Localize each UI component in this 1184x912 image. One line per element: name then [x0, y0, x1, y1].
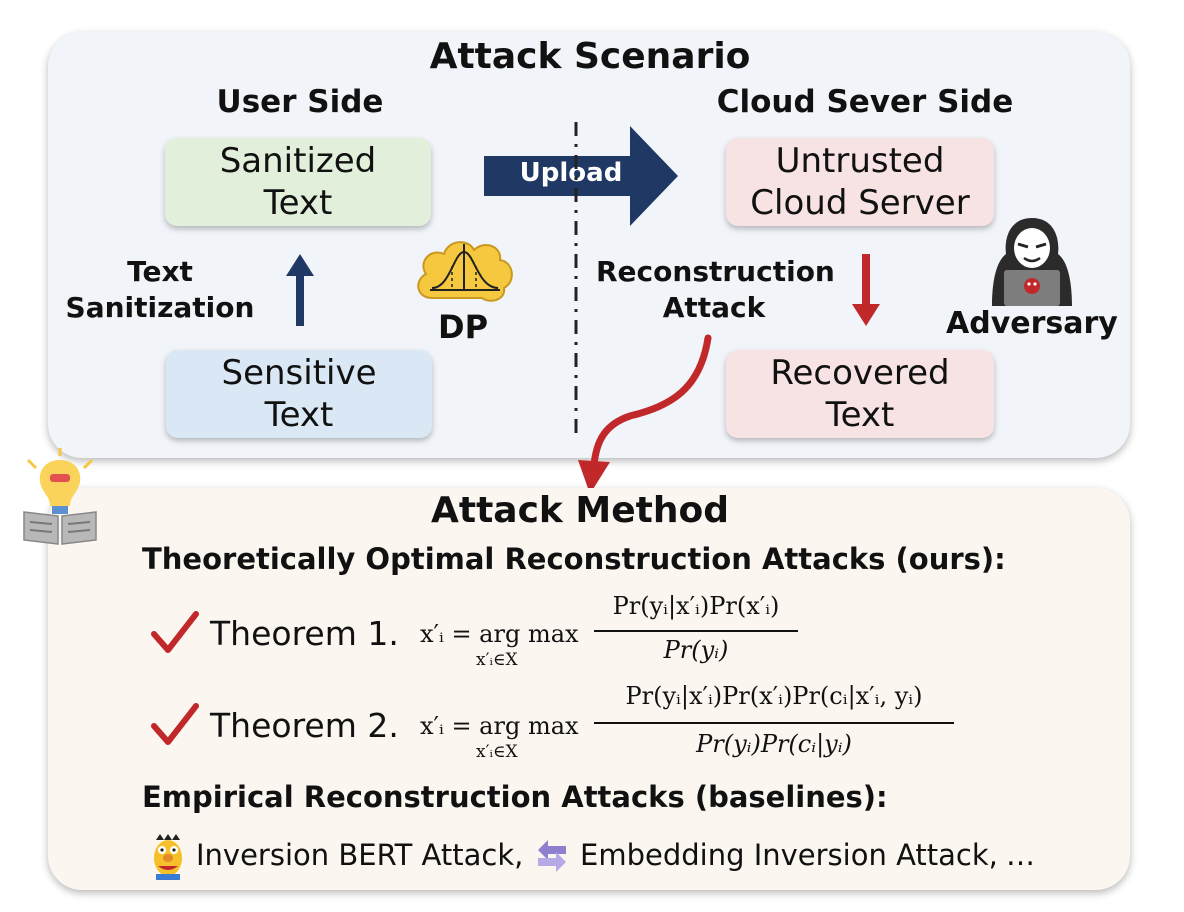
swap-arrows-icon [538, 840, 566, 872]
upload-arrow [484, 126, 678, 226]
baseline-ellipsis: … [1006, 838, 1035, 872]
untrusted-cloud-server-label: Untrusted Cloud Server [750, 141, 970, 223]
user-side-heading: User Side [216, 84, 384, 120]
theorem1-lhs: x′ᵢ = arg max [420, 620, 579, 648]
baseline-inversion-bert: Inversion BERT Attack, [196, 838, 524, 872]
attack-curve-arrow [578, 334, 712, 494]
reconstruction-attack-label: Reconstruction Attack [596, 255, 835, 324]
theorem2-denominator: Pr(yᵢ)Pr(cᵢ|yᵢ) [696, 730, 852, 758]
theorem2-label: Theorem 2. [210, 706, 399, 745]
method-title: Attack Method [431, 490, 729, 531]
attack-method-panel [48, 488, 1130, 890]
recovered-text-box: Recovered Text [726, 350, 994, 438]
theorem2-numerator: Pr(yᵢ|x′ᵢ)Pr(x′ᵢ)Pr(cᵢ|x′ᵢ, yᵢ) [625, 682, 923, 710]
dp-label: DP [438, 308, 489, 346]
theorem2-check-icon [151, 703, 199, 745]
theorem1-check-icon [151, 611, 199, 653]
theorem2-lhs: x′ᵢ = arg max [420, 712, 579, 740]
theorem1-denominator: Pr(yᵢ) [663, 636, 729, 664]
adversary-label: Adversary [946, 306, 1118, 341]
cloud-side-heading: Cloud Sever Side [716, 84, 1014, 120]
sanitization-up-arrow [286, 254, 314, 326]
theorem1-subscript: x′ᵢ∈X [476, 650, 518, 670]
upload-label: Upload [519, 158, 623, 188]
theorem1-label: Theorem 1. [210, 614, 399, 653]
text-sanitization-label: Text Sanitization [65, 255, 255, 324]
theorem2-fraction-bar [594, 722, 954, 724]
theorem2-subscript: x′ᵢ∈X [476, 742, 518, 762]
sensitive-text-box: Sensitive Text [166, 350, 432, 438]
untrusted-cloud-server-box: Untrusted Cloud Server [726, 138, 994, 226]
bert-muppet-icon [154, 834, 182, 880]
sanitized-text-label: Sanitized Text [219, 141, 377, 223]
dp-cloud-icon [417, 241, 513, 302]
recovered-text-label: Recovered Text [770, 353, 950, 435]
baseline-embedding-inversion: Embedding Inversion Attack, [580, 838, 998, 872]
theorem1-numerator: Pr(yᵢ|x′ᵢ)Pr(x′ᵢ) [612, 592, 780, 620]
sanitized-text-box: Sanitized Text [165, 138, 431, 226]
sensitive-text-label: Sensitive Text [221, 353, 377, 435]
scenario-title: Attack Scenario [429, 36, 751, 77]
reconstruction-down-arrow [852, 254, 880, 326]
idea-book-icon [23, 448, 97, 545]
optimal-attacks-heading: Theoretically Optimal Reconstruction Att… [142, 542, 1006, 576]
empirical-attacks-heading: Empirical Reconstruction Attacks (baseli… [142, 780, 888, 814]
theorem1-fraction-bar [594, 630, 798, 632]
hacker-icon [992, 218, 1072, 306]
